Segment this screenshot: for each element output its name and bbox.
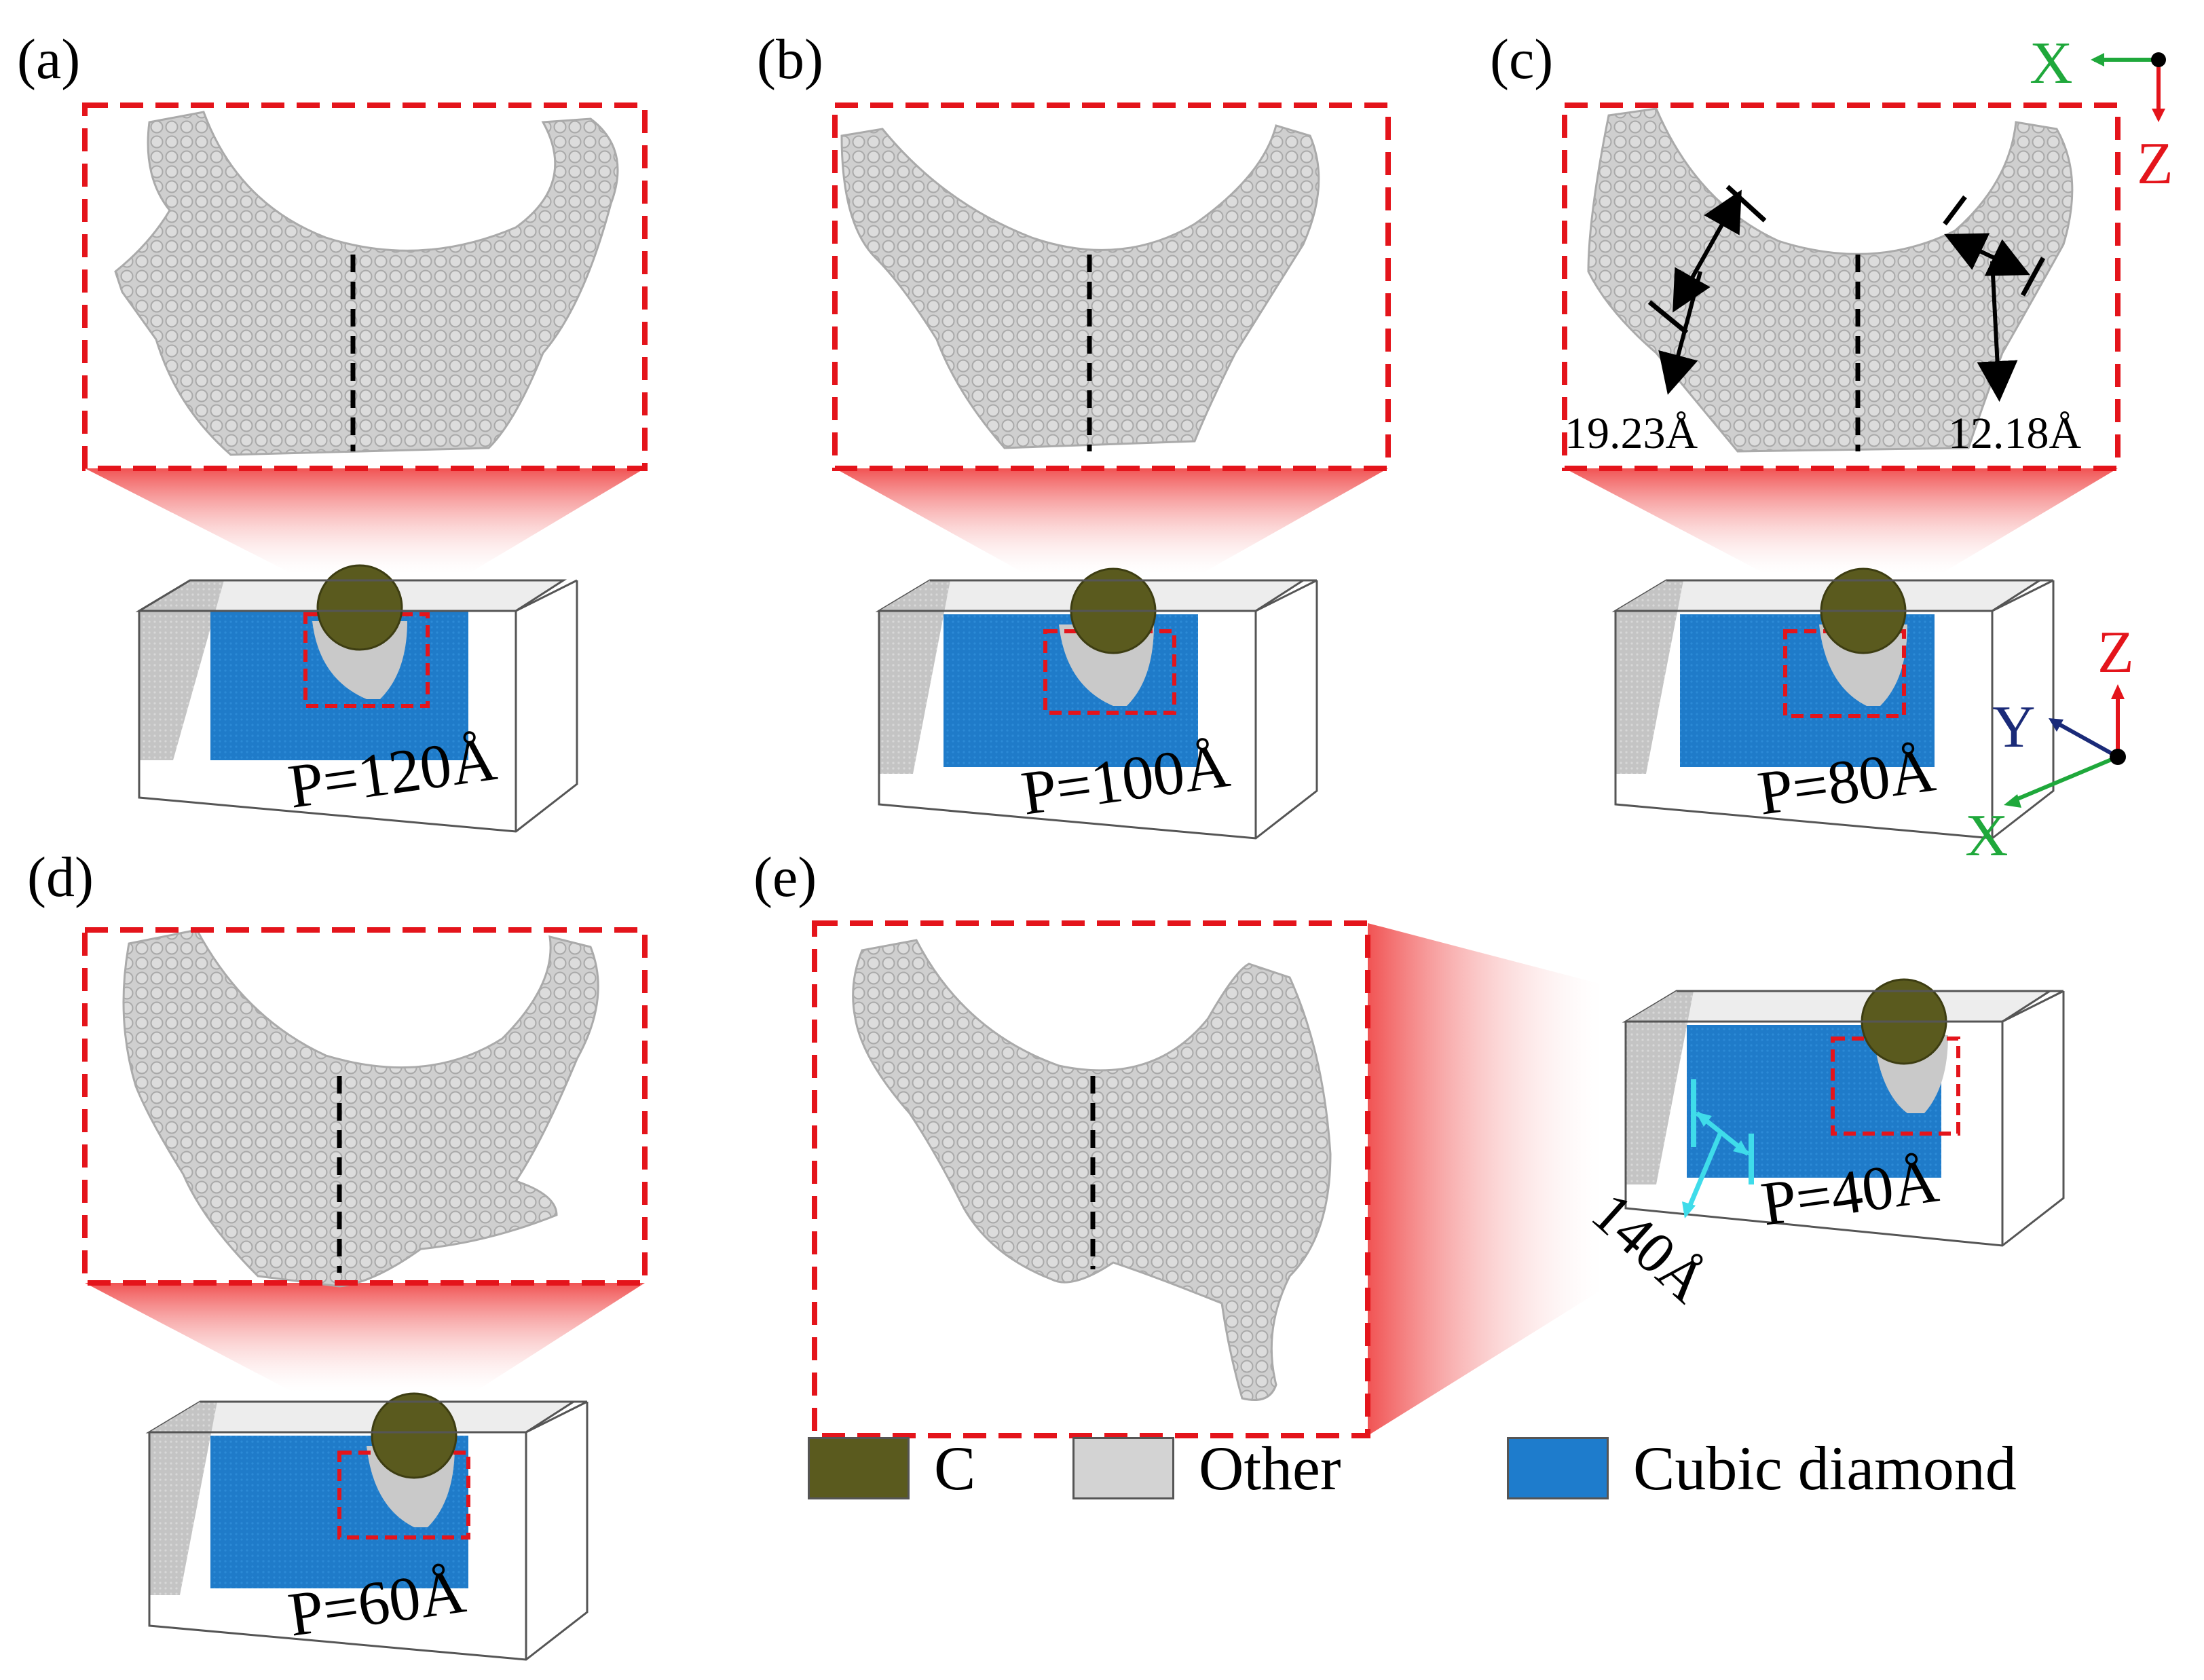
width-arrow-e — [1682, 1079, 1754, 1218]
atom-cluster-c — [1587, 107, 2074, 453]
legend-swatch-c — [808, 1437, 910, 1499]
measure-left-c — [1647, 185, 1767, 395]
panel-c — [1562, 52, 2166, 840]
axes-xz-icon — [2091, 52, 2166, 122]
panel-label-d: (d) — [27, 846, 94, 909]
measure-label-c-left: 19.23Å — [1565, 409, 1698, 458]
atom-cluster-d — [122, 929, 599, 1288]
zoom-frame-e — [812, 920, 1370, 1438]
sim-box-b — [875, 567, 1318, 840]
panel-a — [82, 102, 648, 833]
zoom-fade-c — [1565, 468, 2118, 574]
sim-box-e — [1622, 978, 2065, 1247]
atom-cluster-a — [114, 111, 619, 456]
panel-d — [82, 927, 648, 1661]
atom-cluster-b — [840, 124, 1320, 449]
panel-label-c: (c) — [1490, 28, 1553, 91]
panel-label-a: (a) — [17, 28, 80, 91]
legend-item-other: Other — [1072, 1432, 1341, 1504]
panel-e — [812, 920, 2065, 1438]
panel-label-e: (e) — [753, 846, 817, 909]
axis-label-top-x: X — [2030, 31, 2073, 96]
legend-swatch-other — [1072, 1437, 1174, 1499]
axis-label-3d-y: Y — [1992, 694, 2036, 760]
panel-b — [832, 102, 1391, 840]
axis-label-3d-x: X — [1965, 803, 2009, 869]
zoom-fade-b — [835, 468, 1388, 574]
legend-item-cubic-diamond: Cubic diamond — [1507, 1432, 2017, 1504]
panel-label-b: (b) — [757, 28, 823, 91]
zoom-fade-a — [85, 468, 645, 574]
sim-box-d — [145, 1392, 589, 1661]
zoom-fade-e — [1368, 923, 1602, 1436]
measure-label-c-right: 12.18Å — [1948, 409, 2082, 458]
sim-box-a — [135, 564, 578, 833]
zoom-fade-d — [85, 1283, 645, 1392]
legend-label-other: Other — [1199, 1434, 1341, 1503]
axes-xyz-icon — [2004, 684, 2126, 808]
axis-label-3d-z: Z — [2097, 620, 2134, 686]
legend-label-c: C — [934, 1434, 976, 1503]
measure-right-c — [1943, 195, 2046, 402]
zoom-frame-a — [82, 102, 648, 471]
legend-item-c: C — [808, 1432, 975, 1504]
axis-label-top-z: Z — [2137, 131, 2173, 197]
legend-swatch-cubic-diamond — [1507, 1437, 1609, 1499]
legend-label-cubic-diamond: Cubic diamond — [1633, 1434, 2017, 1503]
